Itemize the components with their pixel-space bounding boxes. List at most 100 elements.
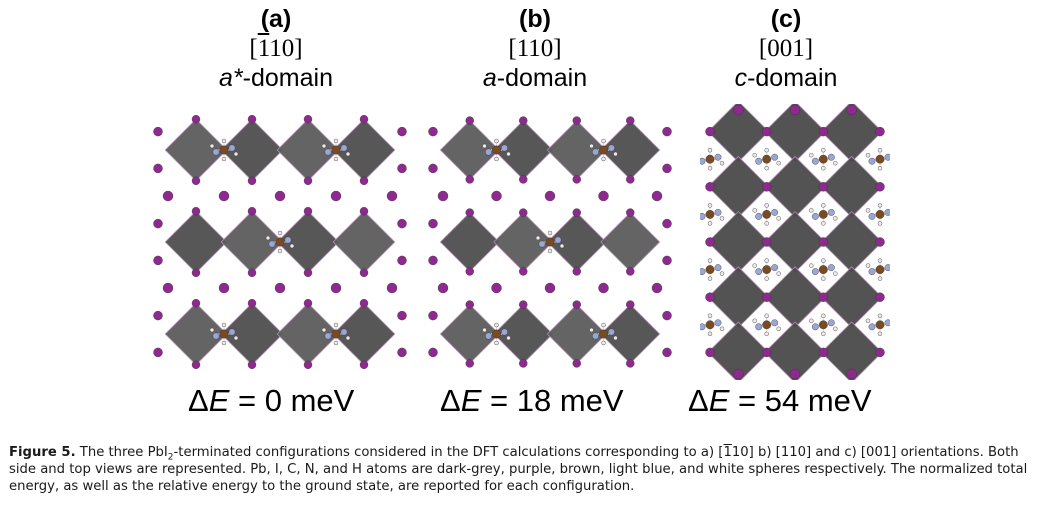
hydrogen-atom xyxy=(707,148,713,153)
iodine-atom xyxy=(818,182,829,192)
iodine-atom xyxy=(572,208,581,217)
carbon-atom xyxy=(492,145,501,155)
hydrogen-atom xyxy=(601,156,606,162)
iodine-atom xyxy=(626,175,635,184)
structure-a-image xyxy=(153,114,407,369)
hydrogen-atom xyxy=(707,313,713,319)
iodine-atom xyxy=(428,255,438,266)
iodine-atom xyxy=(572,116,581,125)
iodine-atom xyxy=(761,182,772,192)
nitrogen-atom xyxy=(700,323,706,331)
iodine-atom xyxy=(191,114,201,124)
pb-octahedron xyxy=(764,321,826,380)
iodine-atom xyxy=(218,282,230,294)
iodine-atom xyxy=(519,208,528,217)
iodine-atom xyxy=(303,268,313,278)
panel-a-direction: [110] xyxy=(249,35,303,62)
iodine-atom xyxy=(651,282,663,294)
hydrogen-atom xyxy=(506,151,511,157)
carbon-atom xyxy=(599,145,608,155)
iodine-atom xyxy=(544,190,556,202)
iodine-atom xyxy=(598,282,609,294)
iodine-atom xyxy=(662,126,672,137)
nitrogen-atom xyxy=(827,319,835,327)
nitrogen-atom xyxy=(884,319,890,327)
pb-octahedron xyxy=(820,155,883,218)
hydrogen-atom xyxy=(547,248,553,254)
iodine-atom xyxy=(428,163,438,174)
carbon-atom xyxy=(875,265,885,275)
iodine-atom xyxy=(397,218,407,229)
hydrogen-atom xyxy=(833,161,838,166)
iodine-atom xyxy=(705,347,715,358)
nitrogen-atom xyxy=(700,268,706,275)
iodine-atom xyxy=(247,206,257,216)
energy-b-label: ΔE = 18 meV xyxy=(440,383,624,418)
structure-b-image xyxy=(428,116,672,368)
iodine-atom xyxy=(465,208,474,217)
hydrogen-atom xyxy=(707,203,713,208)
iodine-atom xyxy=(733,368,744,380)
hydrogen-atom xyxy=(333,156,339,162)
iodine-atom xyxy=(428,347,438,358)
nitrogen-atom xyxy=(868,213,876,220)
hydrogen-atom xyxy=(707,221,713,226)
iodine-atom xyxy=(818,347,829,358)
hydrogen-atom xyxy=(333,340,339,346)
nitrogen-atom xyxy=(827,153,835,161)
hydrogen-atom xyxy=(589,327,594,333)
panel-b-domain: a-domain xyxy=(482,64,588,92)
nitrogen-atom xyxy=(714,319,722,327)
carbon-atom xyxy=(331,145,341,155)
iodine-atom xyxy=(875,126,885,137)
iodine-atom xyxy=(247,114,257,124)
pb-octahedron xyxy=(439,212,500,272)
iodine-atom xyxy=(274,190,286,202)
carbon-atom xyxy=(762,265,772,275)
iodine-atom xyxy=(465,175,474,184)
hydrogen-atom xyxy=(707,165,713,171)
panel-c-domain: c-domain xyxy=(734,64,838,92)
hydrogen-atom xyxy=(764,148,769,153)
hydrogen-atom xyxy=(764,203,769,208)
panel-c-direction: [001] xyxy=(758,35,814,62)
iodine-atom xyxy=(818,292,829,302)
nitrogen-atom xyxy=(714,264,722,272)
iodine-atom xyxy=(359,114,369,124)
pb-octahedron xyxy=(164,210,228,274)
iodine-atom xyxy=(274,282,286,294)
nitrogen-atom xyxy=(884,153,890,161)
nitrogen-atom xyxy=(811,268,819,276)
hydrogen-atom xyxy=(776,271,781,276)
iodine-atom xyxy=(428,126,438,137)
hydrogen-atom xyxy=(764,221,769,226)
iodine-atom xyxy=(465,267,474,276)
iodine-atom xyxy=(875,347,885,358)
nitrogen-atom xyxy=(868,268,876,276)
hydrogen-atom xyxy=(494,322,499,328)
nitrogen-atom xyxy=(538,240,546,248)
pb-octahedron xyxy=(707,155,770,218)
panel-a-header: (a) [110] a*-domain xyxy=(176,0,376,93)
hydrogen-atom xyxy=(707,276,713,281)
hydrogen-atom xyxy=(809,208,814,213)
pb-octahedron xyxy=(820,321,883,380)
hydrogen-atom xyxy=(494,156,499,162)
carbon-atom xyxy=(331,329,341,339)
hydrogen-atom xyxy=(877,165,883,171)
hydrogen-atom xyxy=(821,258,826,263)
iodine-atom xyxy=(303,206,313,216)
iodine-atom xyxy=(598,190,609,202)
carbon-atom xyxy=(818,154,828,164)
hydrogen-atom xyxy=(752,208,757,213)
iodine-atom xyxy=(153,126,163,137)
nitrogen-atom xyxy=(771,209,779,216)
iodine-atom xyxy=(465,116,474,125)
iodine-atom xyxy=(761,292,772,302)
iodine-atom xyxy=(789,104,801,116)
hydrogen-atom xyxy=(865,208,871,213)
hydrogen-atom xyxy=(809,153,814,158)
carbon-atom xyxy=(599,329,608,339)
nitrogen-atom xyxy=(771,264,779,272)
iodine-atom xyxy=(397,347,407,358)
